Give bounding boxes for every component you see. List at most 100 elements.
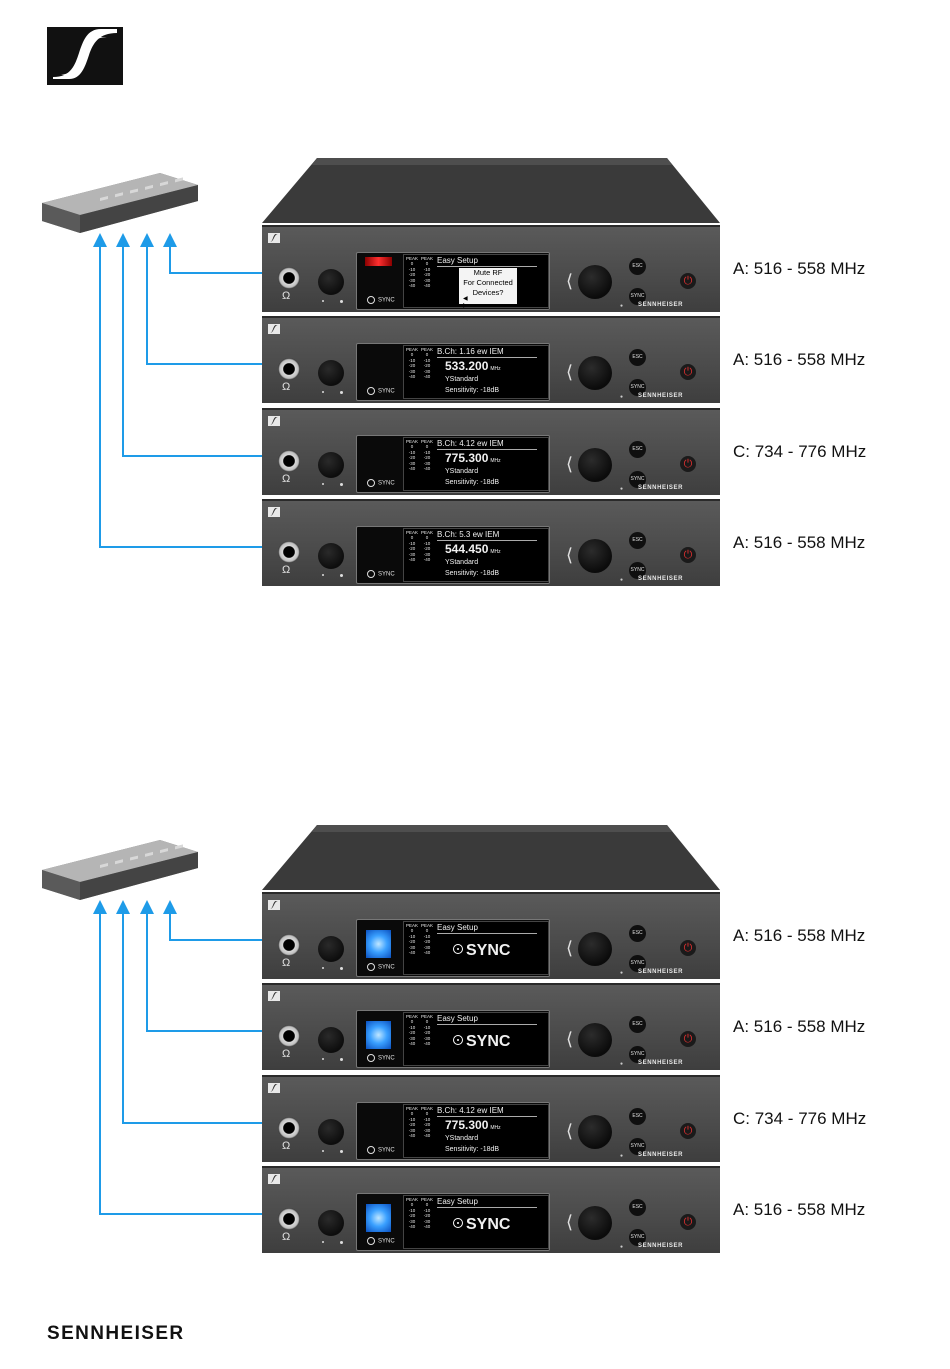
meter-tick: -30 (408, 551, 416, 557)
meter-tick: -20 (423, 363, 431, 369)
headphone-jack[interactable] (278, 1208, 300, 1230)
volume-knob[interactable] (318, 1119, 344, 1145)
sync-button[interactable]: SYNC (629, 1229, 646, 1246)
volume-knob[interactable] (318, 543, 344, 569)
unit-nameplate: SENNHEISER (638, 1243, 684, 1249)
meter-tick: -30 (423, 460, 431, 466)
headphone-jack[interactable] (278, 358, 300, 380)
antenna-mode-label: Standard (449, 468, 479, 475)
frequency-band-label: A: 516 - 558 MHz (733, 926, 866, 945)
volume-dots (322, 967, 344, 971)
meter-tick: -40 (408, 1133, 416, 1139)
meter-tick: -30 (423, 277, 431, 283)
power-icon[interactable]: ⏻ (680, 1123, 696, 1139)
meter-tick: 0 (425, 928, 429, 934)
esc-button[interactable]: ESC (629, 441, 646, 458)
power-icon[interactable]: ⏻ (680, 1214, 696, 1230)
dot (340, 574, 343, 577)
brand-mark-icon (268, 1083, 280, 1093)
power-icon[interactable]: ⏻ (680, 364, 696, 380)
headphone-jack[interactable] (278, 934, 300, 956)
esc-button[interactable]: ESC (629, 1108, 646, 1125)
meter-tick: -30 (423, 1127, 431, 1133)
power-icon[interactable]: ⏻ (680, 940, 696, 956)
power-icon[interactable]: ⏻ (680, 1031, 696, 1047)
sensitivity-readout: Sensitivity: -18dB (445, 570, 500, 577)
esc-button[interactable]: ESC (629, 258, 646, 275)
jog-wheel[interactable] (578, 1023, 612, 1057)
jog-wheel[interactable] (578, 448, 612, 482)
meter-head: PEAK (405, 439, 418, 444)
jog-wheel[interactable] (578, 265, 612, 299)
rack-top-panel (262, 158, 720, 223)
sync-button[interactable]: SYNC (629, 955, 646, 972)
sync-button[interactable]: SYNC (629, 471, 646, 488)
volume-knob[interactable] (318, 269, 344, 295)
headphone-jack[interactable] (278, 450, 300, 472)
meter-tick: -30 (408, 277, 416, 283)
dot (340, 967, 343, 970)
sync-circle-icon (453, 1035, 463, 1045)
antenna-mode: YStandard (445, 468, 478, 475)
sync-button[interactable]: SYNC (629, 1046, 646, 1063)
lcd-divider (437, 266, 537, 267)
meter-tick: -10 (423, 357, 431, 363)
sync-button[interactable]: SYNC (629, 379, 646, 396)
volume-knob[interactable] (318, 936, 344, 962)
power-icon[interactable]: ⏻ (680, 273, 696, 289)
esc-button[interactable]: ESC (629, 925, 646, 942)
sync-indicator: SYNC (367, 1054, 395, 1062)
jog-wheel[interactable] (578, 932, 612, 966)
sync-status: SYNC (453, 942, 510, 960)
jog-wheel[interactable] (578, 1206, 612, 1240)
dialog-line: Devices? (472, 288, 504, 297)
dialog-arrows[interactable]: ◀ ▶ (463, 296, 500, 309)
meter-tick: 0 (425, 535, 429, 541)
power-icon[interactable]: ⏻ (680, 547, 696, 563)
sync-button[interactable]: SYNC (629, 1138, 646, 1155)
meter-tick: -10 (408, 1116, 416, 1122)
dot (340, 1150, 343, 1153)
headphone-jack[interactable] (278, 1025, 300, 1047)
esc-button[interactable]: ESC (629, 1199, 646, 1216)
sync-button[interactable]: SYNC (629, 562, 646, 579)
meter-tick: -30 (423, 1218, 431, 1224)
jog-wheel[interactable] (578, 539, 612, 573)
volume-knob[interactable] (318, 452, 344, 478)
headphone-jack[interactable] (278, 1117, 300, 1139)
volume-dots (322, 391, 344, 395)
sync-indicator-label: SYNC (378, 1055, 395, 1062)
power-icon[interactable]: ⏻ (680, 456, 696, 472)
esc-button[interactable]: ESC (629, 349, 646, 366)
frequency-band-label: A: 516 - 558 MHz (733, 1017, 866, 1036)
frequency-band-label: C: 734 - 776 MHz (733, 442, 867, 461)
jog-wheel[interactable] (578, 356, 612, 390)
jog-wheel[interactable] (578, 1115, 612, 1149)
headphone-jack[interactable] (278, 267, 300, 289)
volume-knob[interactable] (318, 1210, 344, 1236)
jog-wheel-indicator: ⟨ (566, 362, 574, 382)
volume-knob[interactable] (318, 360, 344, 386)
esc-button[interactable]: ESC (629, 1016, 646, 1033)
meter-tick: -10 (408, 266, 416, 272)
jog-wheel-indicator: ⟨ (566, 938, 574, 958)
volume-knob[interactable] (318, 1027, 344, 1053)
headphone-jack[interactable] (278, 541, 300, 563)
sync-button[interactable]: SYNC (629, 288, 646, 305)
antenna-mode-label: Standard (449, 1135, 479, 1142)
esc-button[interactable]: ESC (629, 532, 646, 549)
